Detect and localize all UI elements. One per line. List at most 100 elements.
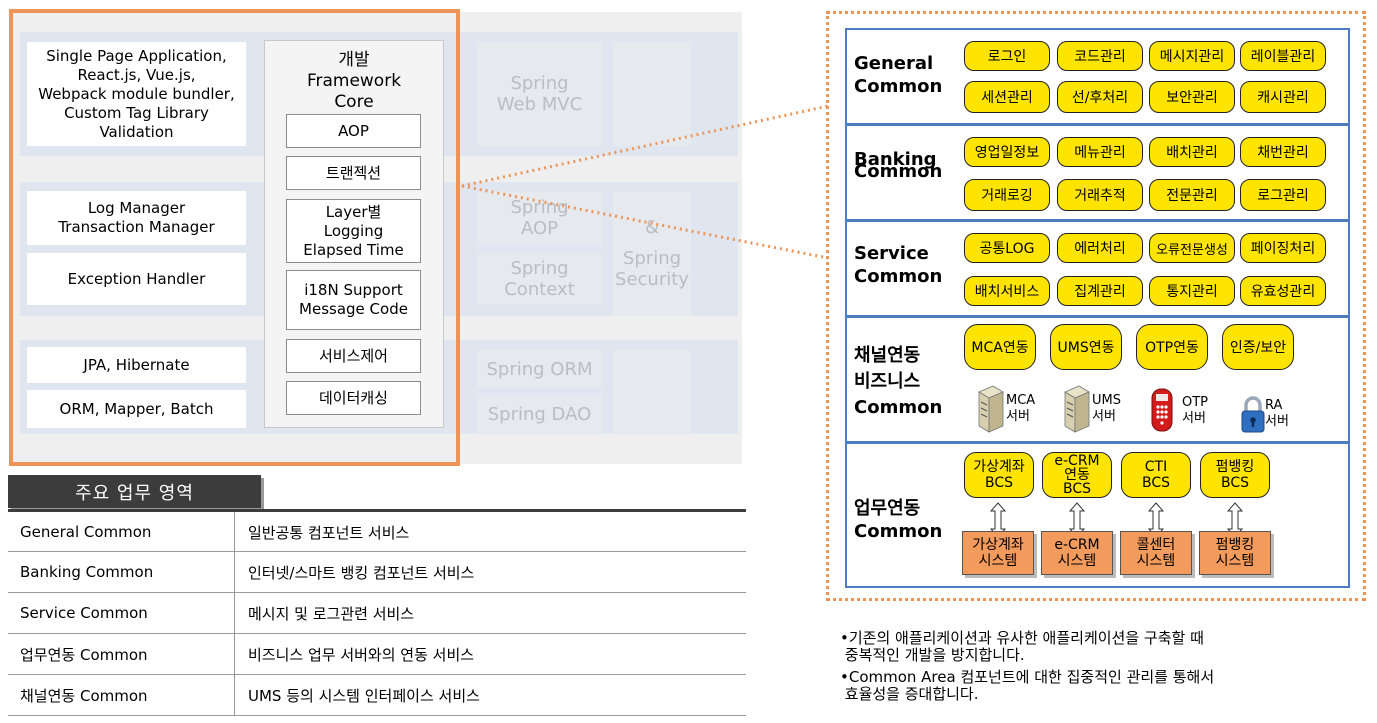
pill-label: 거래추적 xyxy=(1074,188,1126,204)
exception-handler-label: Exception Handler xyxy=(67,269,206,288)
ra-server-caption: RA 서버 xyxy=(1265,398,1305,430)
pill-otp-link: OTP연동 xyxy=(1136,324,1208,370)
spring-label: Spring xyxy=(510,73,569,94)
bcs-firm-banking: 펌뱅킹 BCS xyxy=(1200,452,1270,498)
bcs-label: BCS xyxy=(1062,481,1092,497)
note-line: 효율성을 증대합니다. xyxy=(840,685,979,703)
lock-icon xyxy=(1241,396,1265,433)
core-item-label: AOP xyxy=(338,121,369,140)
jpa-label: JPA, Hibernate xyxy=(83,355,190,374)
section-title-line: General xyxy=(854,53,934,74)
system-label: 시스템 xyxy=(1215,553,1255,569)
server-caption-line: MCA xyxy=(1006,393,1036,408)
pill-auth-security: 인증/보안 xyxy=(1222,324,1294,370)
section-title-line: Common xyxy=(854,521,943,542)
row-desc-text: UMS 등의 시스템 인터페이스 서비스 xyxy=(248,686,480,705)
bcs-ecrm: e-CRM 연동 BCS xyxy=(1042,452,1112,498)
bcs-label: 펌뱅킹 xyxy=(1215,459,1255,475)
pill-login: 로그인 xyxy=(964,41,1050,71)
table-row-divider xyxy=(8,633,746,634)
web-tech-line: Custom Tag Library xyxy=(64,103,209,122)
core-item-label: Message Code xyxy=(299,300,408,318)
pill-validation-management: 유효성관리 xyxy=(1240,276,1326,306)
pill-cache-management: 캐시관리 xyxy=(1240,81,1326,113)
system-label: 가상계좌 xyxy=(972,537,1024,553)
system-ecrm: e-CRM 시스템 xyxy=(1041,531,1113,575)
system-label: 시스템 xyxy=(978,553,1018,569)
core-item-data-caching: 데이터캐싱 xyxy=(286,381,421,415)
web-technologies-box: Single Page Application, React.js, Vue.j… xyxy=(27,42,246,146)
pill-error-telegram-generation: 오류전문생성 xyxy=(1149,233,1235,263)
pill-batch-management: 배치관리 xyxy=(1149,137,1235,167)
core-item-label: 서비스제어 xyxy=(318,346,388,365)
spring-context-box: Spring Context xyxy=(477,253,602,305)
pill-label: 로그관리 xyxy=(1257,188,1309,204)
table-row-name: General Common xyxy=(20,512,232,552)
bcs-label: e-CRM xyxy=(1054,453,1100,469)
focus-highlight-frame xyxy=(9,9,460,466)
pill-label: 레이블관리 xyxy=(1250,49,1316,65)
bcs-label: BCS xyxy=(1141,475,1171,491)
pill-security-management: 보안관리 xyxy=(1149,81,1235,113)
pill-pre-post-processing: 선/후처리 xyxy=(1057,81,1143,113)
core-item-label: 트랜젝션 xyxy=(325,163,382,182)
row-desc-text: 비즈니스 업무 서버와의 연동 서비스 xyxy=(248,645,475,664)
pill-batch-service: 배치서비스 xyxy=(964,276,1050,306)
table-row-divider xyxy=(8,592,746,593)
web-tech-line: Webpack module bundler, xyxy=(38,84,235,103)
pill-label: 영업일정보 xyxy=(974,145,1040,161)
core-title-line: Core xyxy=(334,91,374,112)
table-row-name: Banking Common xyxy=(20,552,232,592)
pill-label: UMS연동 xyxy=(1057,340,1115,356)
pill-message-management: 메시지관리 xyxy=(1149,41,1235,71)
table-top-rule xyxy=(8,509,746,512)
log-manager-line: Log Manager xyxy=(87,199,186,217)
general-common-title: General Common xyxy=(854,52,964,98)
pill-label: 배치서비스 xyxy=(974,284,1040,300)
server-caption-line: UMS xyxy=(1092,393,1121,408)
system-virtual-account: 가상계좌 시스템 xyxy=(962,531,1034,575)
core-item-label: Elapsed Time xyxy=(303,240,404,259)
pill-business-day-info: 영업일정보 xyxy=(964,137,1050,167)
transaction-manager-line: Transaction Manager xyxy=(58,218,215,236)
pill-error-handling: 에러처리 xyxy=(1057,233,1143,263)
pill-label: 채번관리 xyxy=(1257,145,1309,161)
system-label: 콜센터 xyxy=(1136,537,1176,553)
spring-web-mvc-side xyxy=(613,42,691,146)
spring-orm-box: Spring ORM xyxy=(477,350,602,388)
mca-server-caption: MCA 서버 xyxy=(1006,393,1046,425)
table-row-desc: 인터넷/스마트 뱅킹 컴포넌트 서비스 xyxy=(248,552,738,592)
section-title-line: 비즈니스 xyxy=(854,371,921,392)
pill-label: 유효성관리 xyxy=(1250,284,1316,300)
pill-ums-link: UMS연동 xyxy=(1050,324,1122,370)
pill-label: 메뉴관리 xyxy=(1074,145,1126,161)
spring-label: Spring xyxy=(510,197,569,218)
core-item-transaction: 트랜젝션 xyxy=(286,156,421,190)
framework-core-title: 개발 Framework Core xyxy=(264,48,444,114)
orm-label: ORM, Mapper, Batch xyxy=(59,399,214,418)
system-firm-banking: 펌뱅킹 시스템 xyxy=(1199,531,1271,575)
row-name-text: Banking Common xyxy=(20,563,154,581)
core-item-aop: AOP xyxy=(286,114,421,148)
server-caption-line: 서버 xyxy=(1265,414,1289,429)
pill-label: 에러처리 xyxy=(1074,241,1126,257)
table-row-desc: 일반공통 컴포넌트 서비스 xyxy=(248,512,738,552)
spring-label: Context xyxy=(504,279,575,300)
system-label: 시스템 xyxy=(1136,553,1176,569)
bcs-label: BCS xyxy=(984,475,1014,491)
row-desc-text: 인터넷/스마트 뱅킹 컴포넌트 서비스 xyxy=(248,563,475,582)
pill-label: 오류전문생성 xyxy=(1156,242,1228,258)
core-item-label: i18N Support xyxy=(304,281,403,299)
pill-label: 세션관리 xyxy=(981,90,1033,106)
table-row-desc: 비즈니스 업무 서버와의 연동 서비스 xyxy=(248,634,738,674)
spring-label: Spring xyxy=(622,248,682,269)
pill-numbering-management: 채번관리 xyxy=(1240,137,1326,167)
bcs-label: CTI xyxy=(1144,459,1168,475)
pill-transaction-logging: 거래로깅 xyxy=(964,179,1050,211)
core-item-logging: Layer별 Logging Elapsed Time xyxy=(286,199,421,263)
core-item-label: 데이터캐싱 xyxy=(318,388,388,407)
spring-dao-box: Spring DAO xyxy=(477,395,602,433)
pill-label: 코드관리 xyxy=(1074,49,1126,65)
web-tech-line: Validation xyxy=(99,122,174,141)
row-name-text: General Common xyxy=(20,523,152,541)
